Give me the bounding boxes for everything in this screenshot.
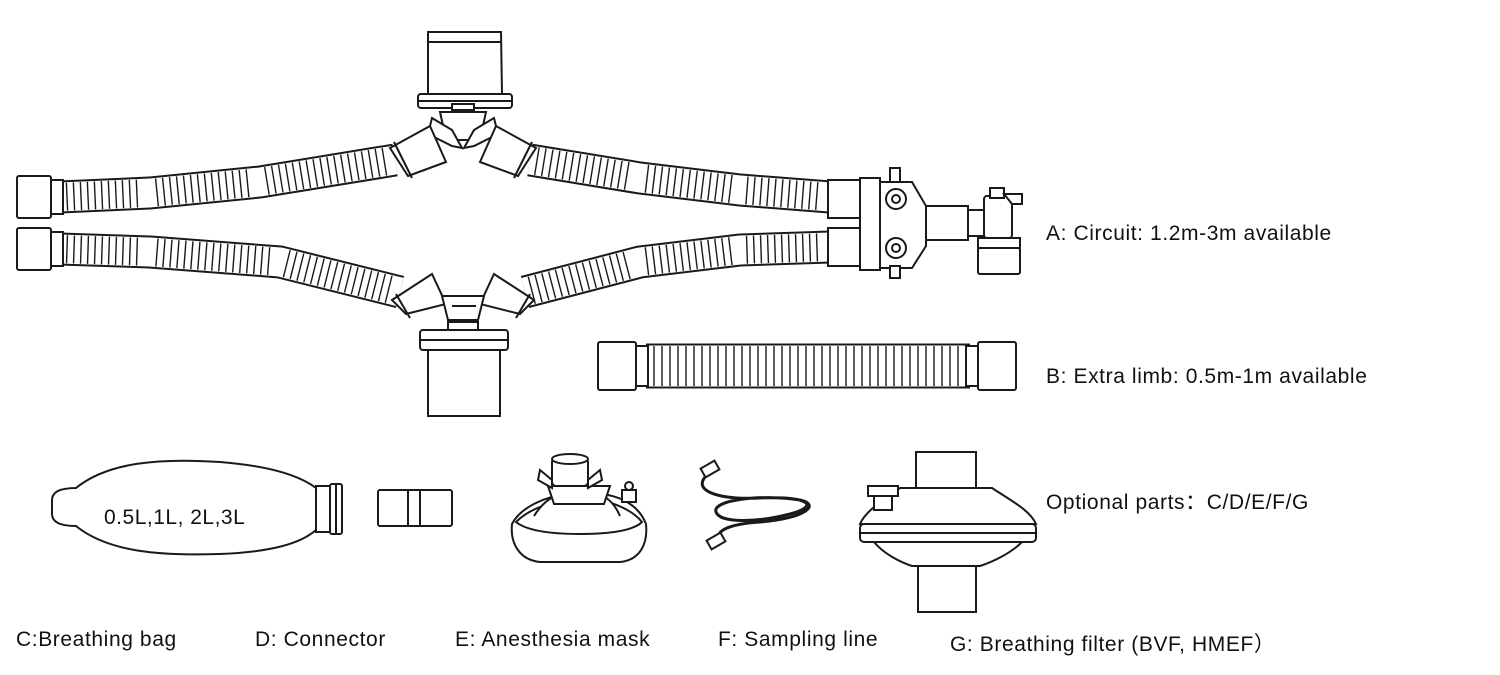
- label-anesthesia-mask: E: Anesthesia mask: [455, 628, 651, 651]
- bottom-y-piece: [390, 272, 536, 321]
- right-adapter: [827, 167, 1023, 279]
- label-optional-parts: Optional parts：C/D/E/F/G: [1046, 491, 1309, 514]
- left-end-cuffs: [16, 175, 64, 271]
- label-sampling-line: F: Sampling line: [718, 628, 879, 651]
- label-breathing-bag: C:Breathing bag: [16, 628, 177, 651]
- label-circuit: A: Circuit: 1.2m-3m available: [1046, 222, 1332, 245]
- hose-extra-limb: [646, 343, 970, 389]
- breathing-bag: [51, 459, 343, 556]
- bottom-container: [419, 321, 509, 417]
- extra-limb: [597, 341, 1017, 391]
- bag-volume-text: 0.5L,1L, 2L,3L: [104, 506, 246, 529]
- hose-upper-left: [59, 143, 398, 214]
- breathing-filter: [858, 451, 1038, 613]
- top-container: [417, 31, 513, 111]
- diagram-parts: [16, 31, 1038, 613]
- connector: [377, 489, 453, 527]
- label-breathing-filter: G: Breathing filter (BVF, HMEF）: [950, 633, 1276, 656]
- hose-upper-right: [527, 143, 832, 214]
- label-extra-limb: B: Extra limb: 0.5m-1m available: [1046, 365, 1368, 388]
- hose-lower-left: [59, 232, 405, 309]
- anesthesia-mask: [510, 453, 648, 563]
- top-y-piece: [388, 111, 538, 179]
- sampling-line: [699, 459, 811, 551]
- corrugated-tubes: [59, 143, 970, 389]
- label-connector: D: Connector: [255, 628, 386, 651]
- hose-lower-right: [520, 230, 831, 308]
